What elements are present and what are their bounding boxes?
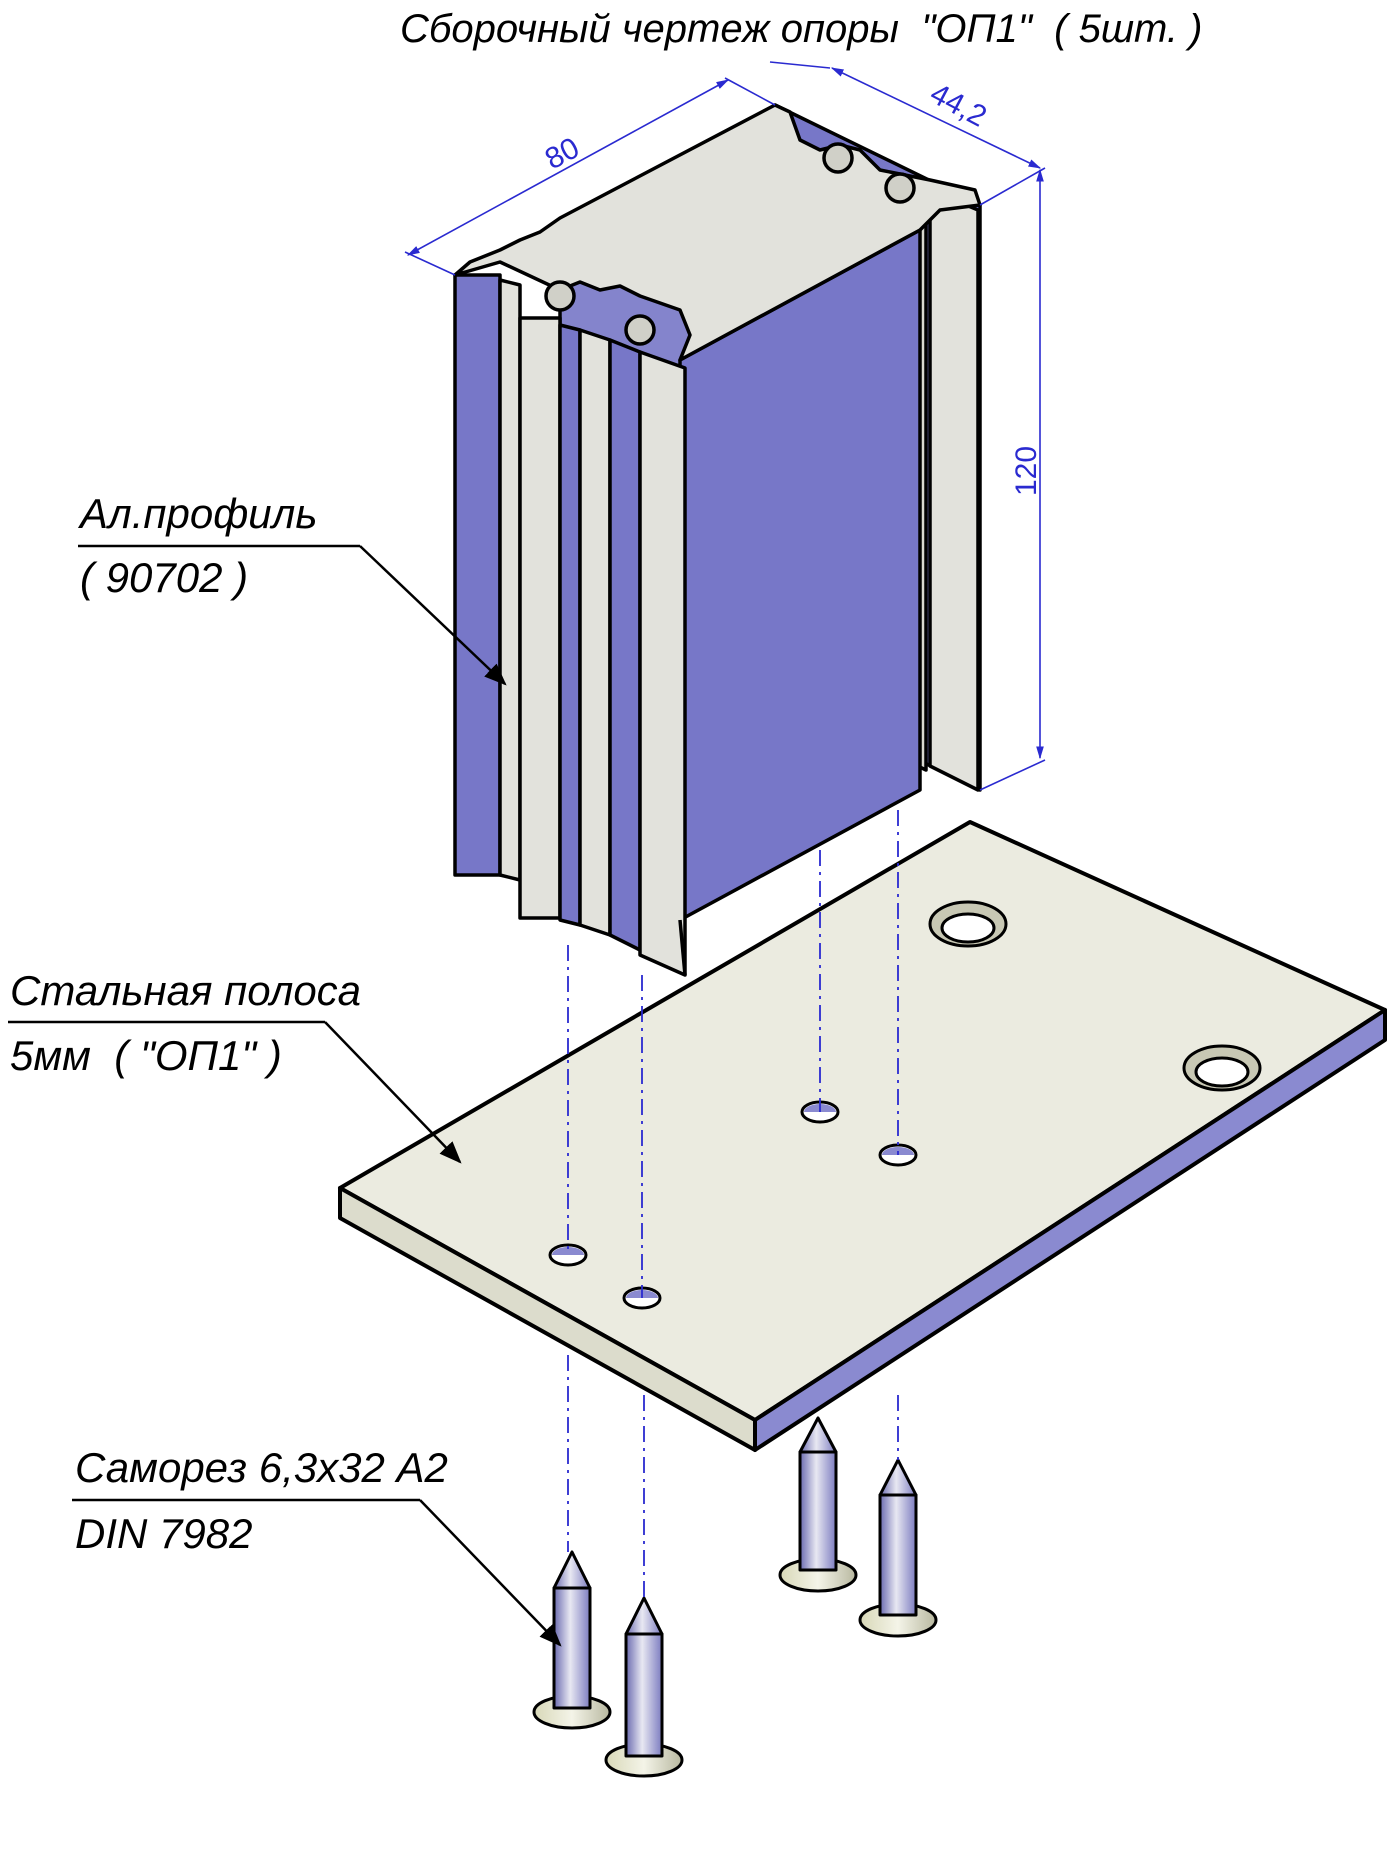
screw xyxy=(532,1550,612,1730)
dimension-length-label: 80 xyxy=(540,131,585,176)
drawing-title: Сборочный чертеж опоры "ОП1" ( 5шт. ) xyxy=(400,7,1202,51)
screw-callout: Саморез 6,3х32 А2 DIN 7982 xyxy=(72,1444,562,1647)
screw xyxy=(858,1458,938,1638)
screws xyxy=(532,1416,938,1778)
countersunk-hole xyxy=(928,900,1008,948)
plate-callout-line1: Стальная полоса xyxy=(10,967,361,1014)
plate-edge-right xyxy=(753,1008,1387,1452)
profile-callout-line2: ( 90702 ) xyxy=(80,554,248,601)
pilot-hole xyxy=(548,1243,588,1267)
dimension-length-line xyxy=(406,79,730,256)
screw xyxy=(778,1416,858,1593)
aluminium-profile xyxy=(453,103,982,977)
plate-callout: Стальная полоса 5мм ( "ОП1" ) xyxy=(8,967,462,1164)
screw xyxy=(604,1596,684,1778)
screw-callout-line2: DIN 7982 xyxy=(75,1510,252,1557)
countersunk-hole xyxy=(1182,1044,1262,1092)
profile-callout: Ал.профиль ( 90702 ) xyxy=(77,490,507,686)
screw-callout-line1: Саморез 6,3х32 А2 xyxy=(75,1444,448,1491)
center-lines xyxy=(567,810,899,1598)
plate-callout-line2: 5мм ( "ОП1" ) xyxy=(10,1032,282,1079)
dimension-width-line xyxy=(830,67,1042,169)
steel-plate xyxy=(338,820,1387,1452)
profile-left-flange xyxy=(453,273,502,877)
dimension-width-label: 44,2 xyxy=(925,77,992,134)
dimension-lines xyxy=(404,61,1046,791)
profile-callout-line1: Ал.профиль xyxy=(77,490,317,537)
dimension-height-label: 120 xyxy=(1010,446,1043,496)
